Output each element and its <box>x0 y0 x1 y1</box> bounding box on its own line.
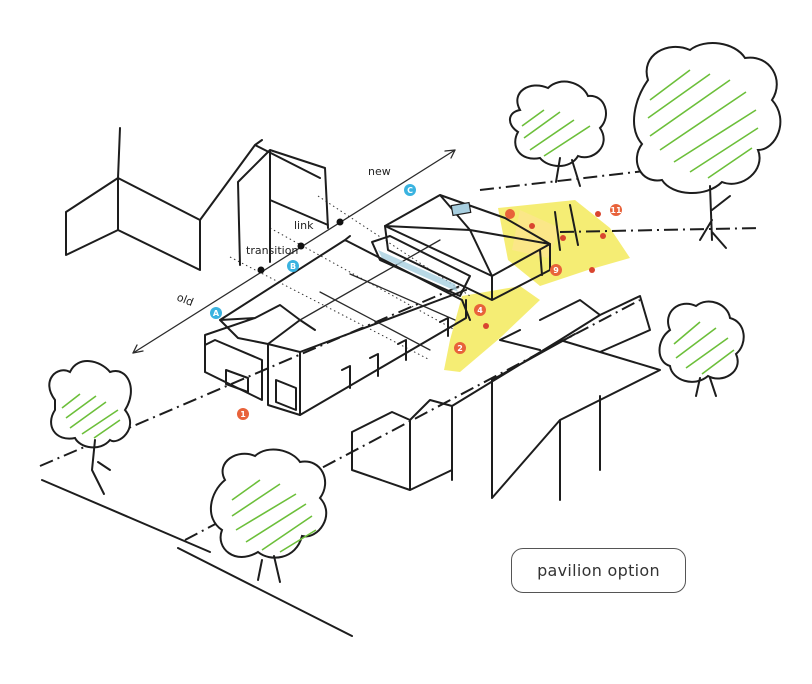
zone-label-link: link <box>294 219 314 232</box>
tree-trunk <box>257 555 281 583</box>
flag-marker <box>560 235 566 241</box>
numbered-marker <box>550 264 562 276</box>
zone-label-new: new <box>368 165 391 178</box>
tree-trunk <box>91 439 111 495</box>
zone-marker-c-label: C <box>407 186 413 195</box>
flag-marker <box>529 223 535 229</box>
numbered-marker-label: 1 <box>240 410 246 419</box>
zone-divider-link-new <box>317 195 471 297</box>
tree-trunk <box>695 377 717 397</box>
pavilion-walls <box>384 225 551 301</box>
tree-foliage <box>647 69 759 179</box>
arrowhead-right <box>444 149 456 159</box>
flag-marker <box>483 323 489 329</box>
neighbour-house-upper-left <box>65 127 329 271</box>
tree-canopy <box>509 80 607 167</box>
link-glazing <box>378 250 458 292</box>
numbered-marker-label: 4 <box>477 306 483 315</box>
existing-house-front <box>204 235 471 416</box>
zone-point-transition <box>297 242 305 250</box>
numbered-marker-label: 2 <box>457 344 463 353</box>
skylight <box>450 201 472 217</box>
side-windows <box>341 317 449 389</box>
flag-marker <box>600 233 606 239</box>
tree <box>209 448 328 583</box>
boundary-line <box>177 547 353 637</box>
highlight-zone-south <box>444 286 540 372</box>
marker-dot <box>505 209 515 219</box>
pavilion-posts <box>539 204 579 276</box>
zone-marker-a-label: A <box>213 309 220 318</box>
roof-hatch-lines <box>299 239 456 351</box>
existing-house <box>204 235 471 416</box>
numbered-markers: 1 2 4 9 11 <box>237 204 622 420</box>
tree <box>509 80 607 187</box>
tree-foliage <box>231 479 317 553</box>
tree-trunk <box>699 185 731 249</box>
zone-point-old <box>257 266 265 274</box>
tree-foliage <box>673 321 735 375</box>
trees <box>48 42 782 583</box>
site-line-mid <box>559 227 761 233</box>
tree-foliage <box>61 393 121 439</box>
arrowhead-left <box>132 344 144 354</box>
existing-house-body <box>267 289 467 416</box>
numbered-marker <box>237 408 249 420</box>
zone-guides <box>132 149 471 361</box>
numbered-marker <box>610 204 622 216</box>
tree-canopy <box>48 360 132 449</box>
zone-marker-b <box>287 260 299 272</box>
zone-divider-transition-link <box>269 227 456 331</box>
flag-marker <box>595 211 601 217</box>
new-pavilion <box>371 194 579 301</box>
neighbour-house-lower-right <box>351 295 661 501</box>
tree-trunk <box>555 157 581 187</box>
zone-markers: A B C <box>210 184 416 319</box>
zone-marker-b-label: B <box>290 262 296 271</box>
zone-label-old: old <box>175 291 195 309</box>
boundary-line <box>41 479 211 553</box>
tree <box>658 300 745 397</box>
tree-foliage <box>521 109 591 157</box>
tree <box>48 360 132 495</box>
option-title-box: pavilion option <box>511 548 686 593</box>
site-line-front <box>39 285 461 467</box>
zone-marker-c <box>404 184 416 196</box>
neighbour-house-outline <box>65 127 329 271</box>
existing-house-windows <box>225 369 297 411</box>
highlight-zone-north <box>498 200 630 286</box>
tree-canopy <box>658 300 745 383</box>
zone-point-link <box>336 218 344 226</box>
pavilion-roof <box>384 194 551 277</box>
option-title: pavilion option <box>537 561 660 580</box>
neighbour-house-outline <box>351 295 661 501</box>
zone-dimension-arrow <box>132 149 456 354</box>
zone-marker-a <box>210 307 222 319</box>
numbered-marker <box>474 304 486 316</box>
red-flag-markers <box>483 211 606 329</box>
flag-marker <box>589 267 595 273</box>
tree-canopy <box>209 448 328 559</box>
tree <box>633 42 782 249</box>
numbered-marker-label: 9 <box>553 266 559 275</box>
highlight-zones <box>444 200 630 372</box>
numbered-marker-label: 11 <box>610 206 622 215</box>
zone-label-transition: transition <box>246 244 298 257</box>
numbered-marker <box>454 342 466 354</box>
zone-divider-old-transition <box>229 256 431 361</box>
